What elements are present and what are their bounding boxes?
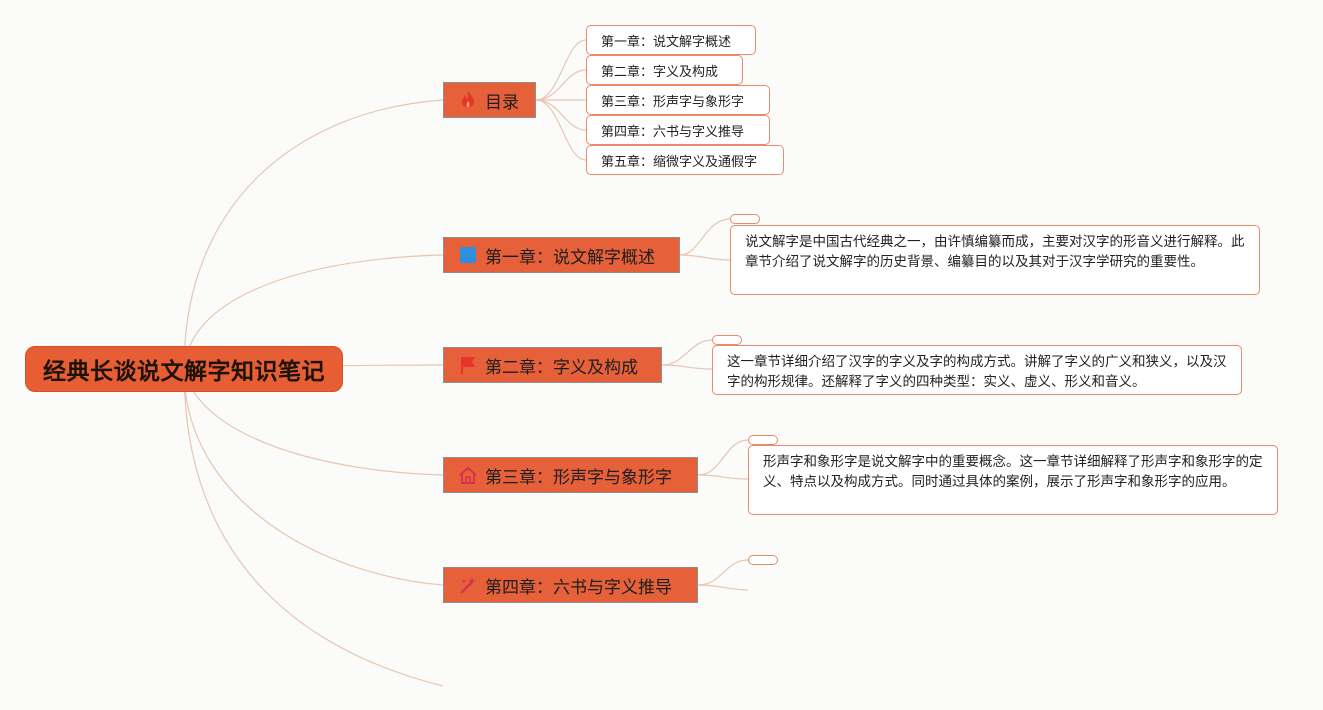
toc-item-label: 第一章：说文解字概述: [601, 34, 732, 50]
toc-item-label: 第二章：字义及构成: [601, 64, 719, 80]
branch-label: 目录: [485, 92, 519, 113]
toc-item-label: 第三章：形声字与象形字: [601, 94, 745, 110]
empty-label-tag[interactable]: [748, 555, 778, 565]
branch-label: 第二章：字义及构成: [485, 357, 638, 378]
toc-item-3[interactable]: 第三章：形声字与象形字: [586, 85, 770, 115]
fire-icon: [458, 90, 478, 110]
branch-toc[interactable]: 目录: [443, 82, 536, 118]
toc-item-2[interactable]: 第二章：字义及构成: [586, 55, 743, 85]
chapter-3-description[interactable]: 形声字和象形字是说文解字中的重要概念。这一章节详细解释了形声字和象形字的定义、特…: [748, 445, 1278, 515]
central-topic[interactable]: 经典长谈说文解字知识笔记: [25, 346, 343, 392]
branch-label: 第三章：形声字与象形字: [485, 467, 672, 488]
house-icon: [458, 465, 478, 485]
central-topic-label: 经典长谈说文解字知识笔记: [43, 359, 325, 385]
magic-wand-icon: [458, 575, 478, 595]
toc-item-1[interactable]: 第一章：说文解字概述: [586, 25, 756, 55]
empty-label-tag[interactable]: [748, 435, 778, 445]
toc-item-4[interactable]: 第四章：六书与字义推导: [586, 115, 770, 145]
branch-chapter-4[interactable]: 第四章：六书与字义推导: [443, 567, 698, 603]
chapter-1-description[interactable]: 说文解字是中国古代经典之一，由许慎编纂而成，主要对汉字的形音义进行解释。此章节介…: [730, 225, 1260, 295]
description-text: 说文解字是中国古代经典之一，由许慎编纂而成，主要对汉字的形音义进行解释。此章节介…: [745, 234, 1245, 270]
toc-item-label: 第五章：缩微字义及通假字: [601, 154, 758, 170]
empty-label-tag[interactable]: [730, 214, 760, 224]
branch-chapter-3[interactable]: 第三章：形声字与象形字: [443, 457, 698, 493]
branch-chapter-2[interactable]: 第二章：字义及构成: [443, 347, 662, 383]
flag-icon: [458, 355, 478, 375]
toc-item-label: 第四章：六书与字义推导: [601, 124, 745, 140]
description-text: 形声字和象形字是说文解字中的重要概念。这一章节详细解释了形声字和象形字的定义、特…: [763, 454, 1263, 490]
toc-item-5[interactable]: 第五章：缩微字义及通假字: [586, 145, 784, 175]
blue-square-icon: [458, 245, 478, 265]
chapter-2-description[interactable]: 这一章节详细介绍了汉字的字义及字的构成方式。讲解了字义的广义和狭义，以及汉字的构…: [712, 345, 1242, 395]
branch-label: 第一章：说文解字概述: [485, 247, 655, 268]
description-text: 这一章节详细介绍了汉字的字义及字的构成方式。讲解了字义的广义和狭义，以及汉字的构…: [727, 354, 1227, 390]
branch-label: 第四章：六书与字义推导: [485, 577, 672, 598]
empty-label-tag[interactable]: [712, 335, 742, 345]
branch-chapter-1[interactable]: 第一章：说文解字概述: [443, 237, 680, 273]
